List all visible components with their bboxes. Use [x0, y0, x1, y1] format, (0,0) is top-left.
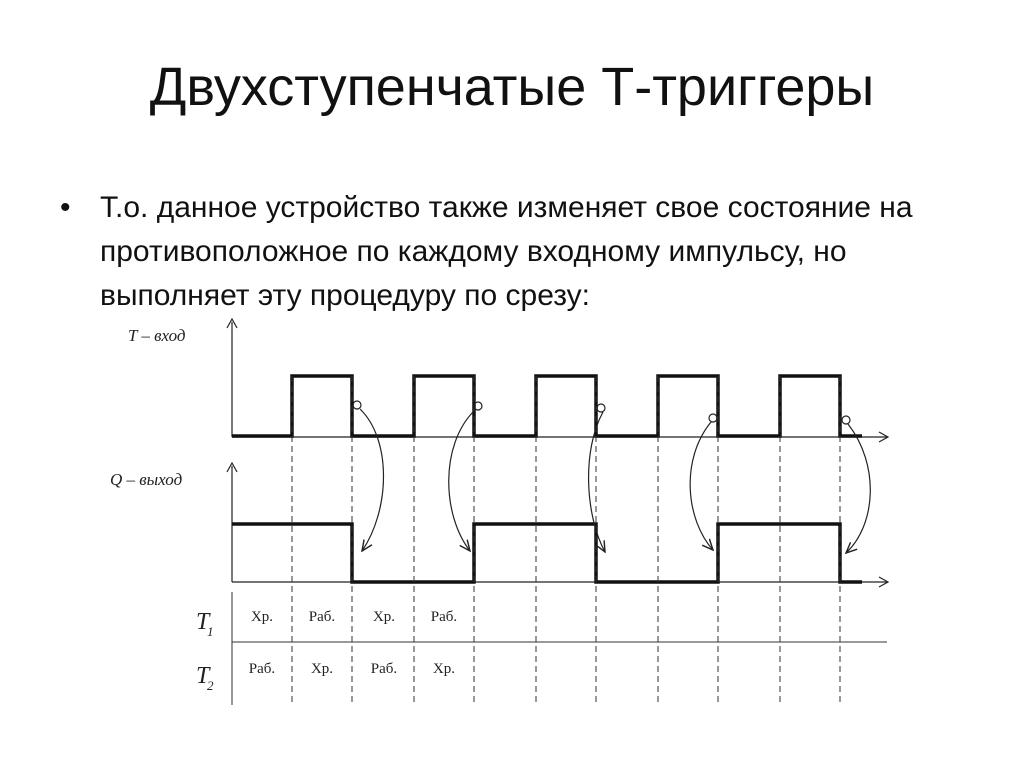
t2-cell: Раб.: [249, 661, 275, 677]
t1-cell: Раб.: [309, 609, 335, 625]
bullet-marker: •: [60, 191, 71, 224]
t1-row-label: T 1: [196, 609, 214, 639]
time-gridlines: [291, 376, 841, 705]
t2-cell: Хр.: [311, 661, 333, 677]
output-axis-label: Q – выход: [110, 470, 183, 489]
input-waveform: [232, 374, 862, 438]
t1-cell: Раб.: [431, 609, 457, 625]
timing-diagram: T – вход Q – выход: [110, 317, 890, 705]
stage-table-lines: [231, 592, 887, 705]
input-axis: [226, 317, 890, 443]
input-axis-label: T – вход: [128, 326, 186, 345]
t2-cell: Раб.: [371, 661, 397, 677]
svg-text:2: 2: [207, 678, 214, 693]
t2-cell: Хр.: [433, 661, 455, 677]
svg-text:T: T: [196, 609, 211, 635]
slide-title: Двухступенчатые Т-триггеры: [149, 57, 875, 117]
t1-cell: Хр.: [251, 609, 273, 625]
t1-cell: Хр.: [373, 609, 395, 625]
svg-text:T: T: [196, 663, 211, 689]
edge-arrows: [352, 400, 871, 553]
t2-row-label: T 2: [196, 663, 214, 693]
svg-text:1: 1: [207, 624, 214, 639]
bullet-item: • Т.о. данное устройство также изменяет …: [60, 186, 980, 318]
output-waveform: [232, 522, 862, 584]
bullet-text: Т.о. данное устройство также изменяет св…: [100, 191, 913, 312]
